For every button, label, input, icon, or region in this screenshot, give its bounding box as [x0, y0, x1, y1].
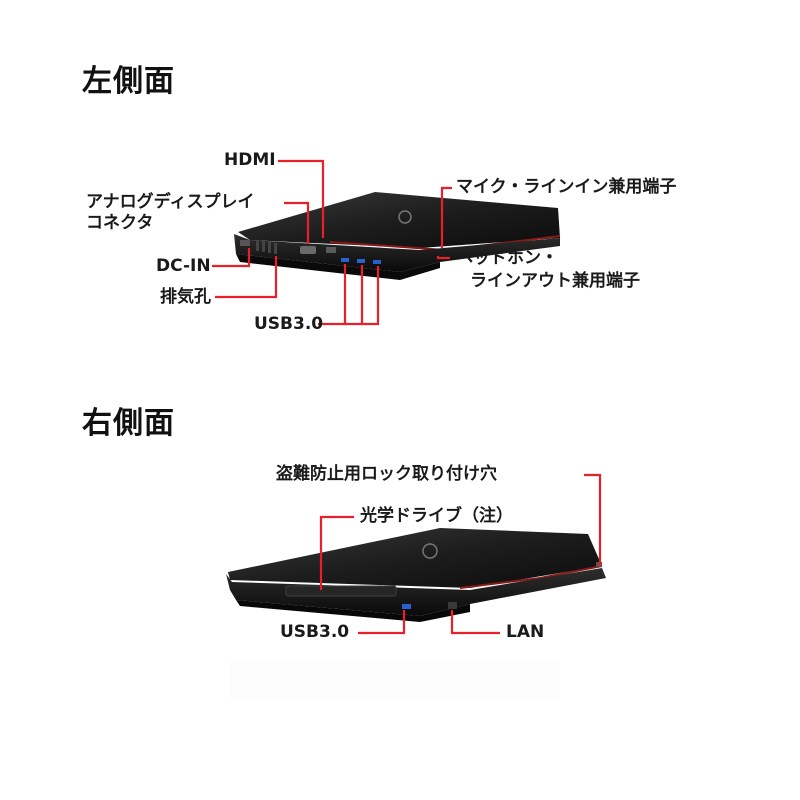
label-hdmi: HDMI [224, 150, 276, 170]
leader-dc-in [212, 248, 251, 268]
label-headphone-line1: ヘッドホン・ [456, 248, 558, 268]
usb-port-1 [341, 258, 349, 262]
leader-analog [284, 201, 310, 244]
right-logo-icon [422, 543, 438, 559]
leader-usb-3 [362, 266, 380, 326]
leader-lock [584, 473, 602, 566]
leader-hdmi [278, 159, 325, 238]
hdmi-port [326, 247, 336, 253]
usb-port-3 [373, 260, 381, 264]
leader-exhaust [215, 256, 278, 299]
vga-port [300, 246, 316, 254]
leader-lan [450, 610, 500, 635]
leader-optical [319, 515, 354, 590]
leader-right-usb [358, 610, 406, 635]
leader-mic [440, 186, 452, 248]
right-laptop-image [226, 528, 606, 622]
usb-port-2 [357, 259, 365, 263]
right-usb-port [402, 604, 411, 609]
label-dc-in: DC-IN [156, 256, 211, 276]
label-mic-line-in: マイク・ラインイン兼用端子 [456, 177, 677, 197]
lan-port [448, 602, 457, 609]
label-analog-display-line2: コネクタ [86, 213, 154, 233]
left-side-title: 左側面 [82, 64, 175, 99]
left-laptop-image [234, 192, 561, 280]
label-security-lock: 盗難防止用ロック取り付け穴 [276, 464, 497, 484]
label-analog-display-line1: アナログディスプレイ [86, 192, 255, 212]
exhaust-vent [256, 240, 277, 254]
logo-icon [398, 210, 412, 224]
right-side-title: 右側面 [82, 406, 175, 441]
label-optical-drive: 光学ドライブ（注） [360, 506, 513, 526]
reflection [230, 660, 560, 700]
dc-in-port [240, 240, 250, 246]
label-usb-right: USB3.0 [280, 622, 350, 642]
label-headphone-line2: ラインアウト兼用端子 [470, 271, 640, 291]
label-usb-left: USB3.0 [254, 314, 324, 334]
optical-drive-slot [285, 585, 397, 597]
label-lan: LAN [506, 622, 545, 642]
leader-headphone [436, 256, 450, 260]
label-exhaust: 排気孔 [160, 287, 211, 307]
